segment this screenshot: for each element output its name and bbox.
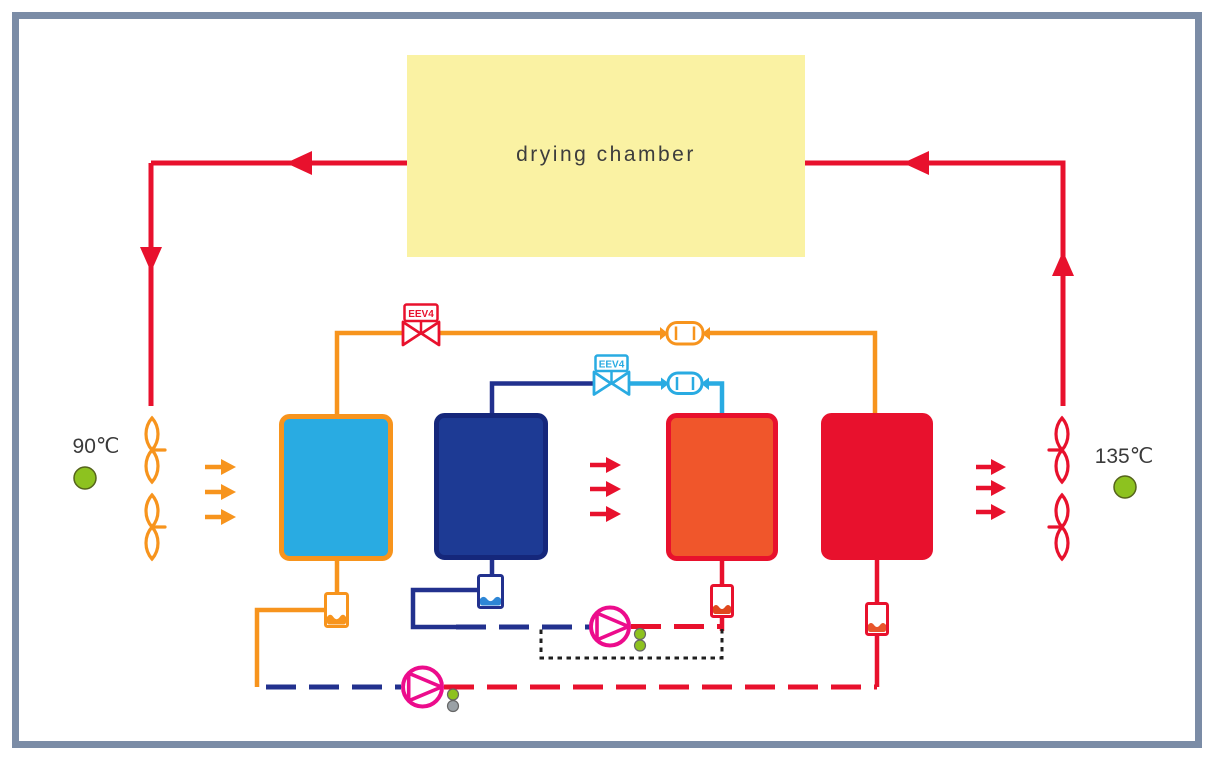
- heat-exchanger-evaporator-2: [434, 413, 548, 560]
- pipe-hx2-to-valve: [489, 381, 595, 420]
- valve-bowtie-icon: [592, 370, 631, 396]
- arrow-right-icon: [590, 457, 621, 473]
- fan-icon: [144, 492, 167, 562]
- bottom-loop-1: [254, 555, 880, 690]
- duct-right: [805, 160, 1066, 406]
- airflow-arrows-left: [205, 459, 236, 525]
- receiver-liquid: [480, 596, 501, 606]
- receiver-liquid: [327, 614, 346, 625]
- arrow-right-icon: [976, 480, 1006, 496]
- heat-exchanger-evaporator-1: [279, 414, 393, 561]
- temp-label-outlet: 135℃: [1095, 445, 1154, 468]
- arrow-right-icon: [976, 459, 1006, 475]
- pipe-filter-to-hx4: [709, 330, 878, 420]
- balance-line-dotted-black: [539, 629, 724, 660]
- receiver-liquid: [713, 605, 731, 614]
- pipe-filter-to-hx3: [708, 381, 725, 420]
- status-dot-green: [633, 627, 647, 641]
- drying-chamber-label: drying chamber: [516, 143, 696, 166]
- airflow-arrows-right: [976, 459, 1006, 520]
- pipe-receiver2-elbow: [410, 587, 480, 630]
- compressor-2-icon: [589, 605, 631, 648]
- duct-arrow-toward-chamber-icon: [903, 151, 929, 175]
- arrow-right-icon: [590, 506, 621, 522]
- eev-valve-blue: EEV4: [592, 354, 631, 396]
- duct-arrow-up-icon: [1052, 251, 1074, 276]
- status-dot-green: [446, 688, 460, 701]
- airflow-arrows-middle: [590, 457, 621, 522]
- filter-drier-orange-icon: [660, 321, 710, 346]
- air-duct-arrows: [140, 151, 1074, 276]
- receiver-liquid: [868, 623, 886, 632]
- fan-icon: [1047, 415, 1070, 485]
- receiver-2: [477, 574, 504, 609]
- temp-left-group: 90℃: [73, 435, 120, 490]
- receiver-3: [710, 584, 734, 618]
- valve-label-box: [594, 354, 629, 373]
- temp-label-inlet: 90℃: [73, 435, 120, 458]
- refrigerant-line-cyan: [628, 381, 725, 420]
- arrow-right-icon: [205, 484, 236, 500]
- air-duct-loop: [148, 160, 1066, 406]
- drying-chamber-box: [407, 55, 805, 257]
- fan-icon: [1047, 492, 1070, 562]
- compressor-1-icon: [401, 665, 444, 709]
- status-dot-green: [73, 466, 97, 490]
- heat-exchanger-condenser-2: [821, 413, 933, 560]
- valve-label: EEV4: [599, 360, 625, 371]
- drying-chamber: drying chamber: [407, 55, 805, 257]
- fan-right-group: [1047, 415, 1070, 562]
- duct-arrow-left-icon: [286, 151, 312, 175]
- arrow-right-icon: [205, 509, 236, 525]
- valve-label-box: [403, 303, 439, 323]
- status-dot-gray: [446, 699, 460, 713]
- duct-arrow-down-icon: [140, 247, 162, 272]
- refrigerant-line-orange: [334, 330, 878, 420]
- valve-bowtie-icon: [401, 320, 441, 347]
- temp-right-group: 135℃: [1095, 445, 1154, 499]
- arrow-right-icon: [205, 459, 236, 475]
- status-dot-green: [633, 639, 647, 652]
- heat-exchanger-condenser-1: [666, 413, 778, 561]
- refrigerant-line-navy: [489, 381, 595, 420]
- fan-icon: [144, 415, 167, 485]
- eev-valve-red: EEV4: [401, 303, 441, 347]
- arrow-right-icon: [590, 481, 621, 497]
- valve-label: EEV4: [408, 309, 434, 320]
- filter-drier-blue-icon: [661, 371, 709, 395]
- pipe-receiver-elbow: [254, 607, 326, 687]
- status-dot-green: [1113, 475, 1137, 499]
- arrow-right-icon: [976, 504, 1006, 520]
- pipe-hx1-to-valve: [334, 330, 403, 420]
- fan-left-group: [144, 415, 167, 562]
- receiver-1: [324, 592, 349, 628]
- receiver-4: [865, 602, 889, 636]
